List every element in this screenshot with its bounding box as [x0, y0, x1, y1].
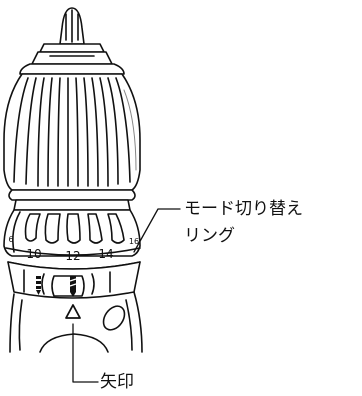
- scale-number-12: 12: [65, 249, 80, 263]
- scale-number-16: 16: [129, 237, 139, 246]
- mode-ring-label-line1: モード切り替え: [184, 199, 303, 219]
- mode-ring-leader: [133, 208, 181, 253]
- chuck-lower-collar: [8, 189, 136, 211]
- arrow-label: 矢印: [100, 372, 134, 392]
- chuck-collar: [19, 43, 125, 75]
- scale-number-6: 6: [8, 235, 13, 244]
- scale-number-10: 10: [26, 247, 41, 261]
- arrow-leader: [72, 323, 99, 383]
- screw-mode-icon: [69, 276, 77, 297]
- chuck-sleeve: [3, 73, 141, 191]
- drill-body: [9, 291, 143, 353]
- chuck-tip: [59, 7, 85, 45]
- scale-number-14: 14: [98, 247, 113, 261]
- triangle-arrow-icon: [65, 304, 81, 319]
- mode-ring-label-line2: リング: [184, 226, 235, 246]
- drill-mode-icon: [36, 276, 41, 295]
